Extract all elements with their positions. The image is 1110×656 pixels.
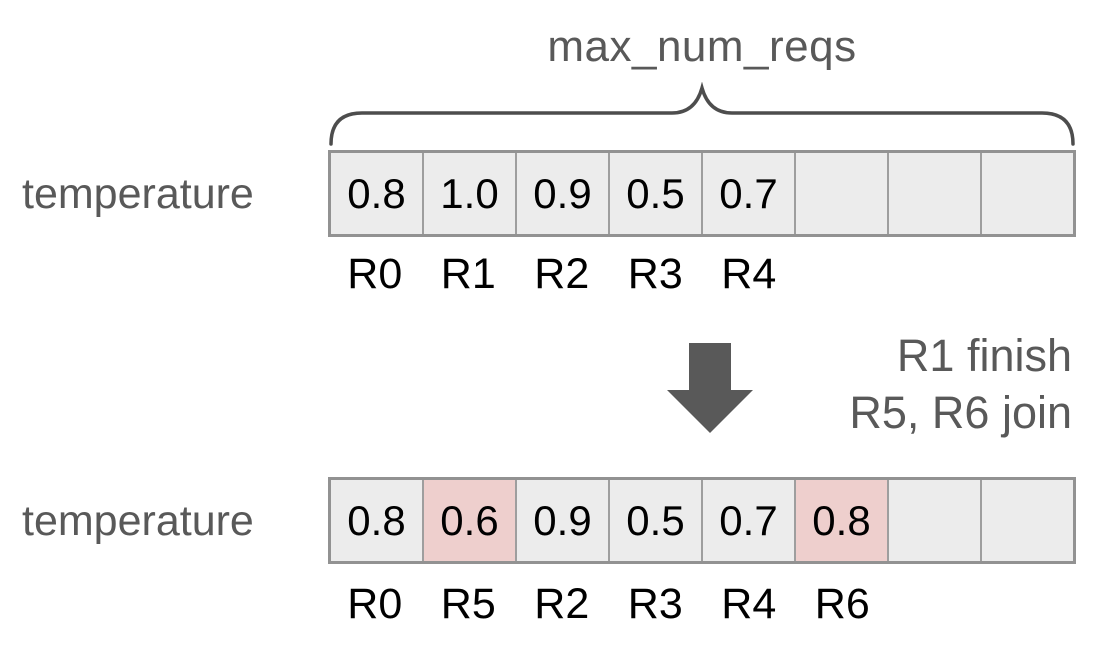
request-label-empty — [796, 250, 890, 299]
array-cell-empty — [982, 153, 1073, 234]
array-cell-empty — [796, 153, 889, 234]
temperature-array-before: 0.8 1.0 0.9 0.5 0.7 — [328, 150, 1076, 237]
request-label: R2 — [534, 580, 590, 628]
array-cell: 0.7 — [703, 153, 796, 234]
request-label-empty — [889, 250, 983, 299]
request-label: R6 — [814, 580, 870, 628]
temperature-label-after: temperature — [22, 497, 254, 545]
array-cell: 0.5 — [610, 480, 703, 561]
request-label: R1 — [440, 250, 496, 298]
array-cell-empty — [982, 480, 1073, 561]
temperature-array-after: 0.8 0.6 0.9 0.5 0.7 0.8 — [328, 477, 1076, 564]
array-cell-empty — [889, 153, 982, 234]
array-cell: 0.8 — [331, 153, 424, 234]
request-label-empty — [983, 580, 1077, 629]
request-label: R3 — [627, 250, 683, 298]
array-cell-highlighted: 0.6 — [424, 480, 517, 561]
request-label: R2 — [534, 250, 590, 298]
temperature-label-before: temperature — [22, 170, 254, 218]
request-label-empty — [983, 250, 1077, 299]
down-arrow-icon — [667, 343, 753, 433]
transition-note-line2: R5, R6 join — [849, 386, 1072, 438]
array-cell-highlighted: 0.8 — [796, 480, 889, 561]
max-num-reqs-label: max_num_reqs — [547, 22, 857, 71]
request-label: R0 — [347, 250, 403, 298]
array-cell: 0.8 — [331, 480, 424, 561]
request-label: R4 — [721, 250, 777, 298]
request-label-empty — [889, 580, 983, 629]
request-label: R0 — [347, 580, 403, 628]
request-labels-before: R0 R1 R2 R3 R4 — [328, 250, 1076, 299]
array-cell: 0.7 — [703, 480, 796, 561]
array-cell: 0.5 — [610, 153, 703, 234]
transition-note-line1: R1 finish — [896, 330, 1072, 381]
transition-note: R1 finish R5, R6 join — [849, 328, 1072, 441]
request-label: R3 — [627, 580, 683, 628]
request-label: R4 — [721, 580, 777, 628]
array-cell: 0.9 — [517, 153, 610, 234]
request-labels-after: R0 R5 R2 R3 R4 R6 — [328, 580, 1076, 629]
request-label: R5 — [440, 580, 496, 628]
curly-brace-icon — [329, 82, 1075, 146]
array-cell: 0.9 — [517, 480, 610, 561]
array-cell: 1.0 — [424, 153, 517, 234]
array-cell-empty — [889, 480, 982, 561]
